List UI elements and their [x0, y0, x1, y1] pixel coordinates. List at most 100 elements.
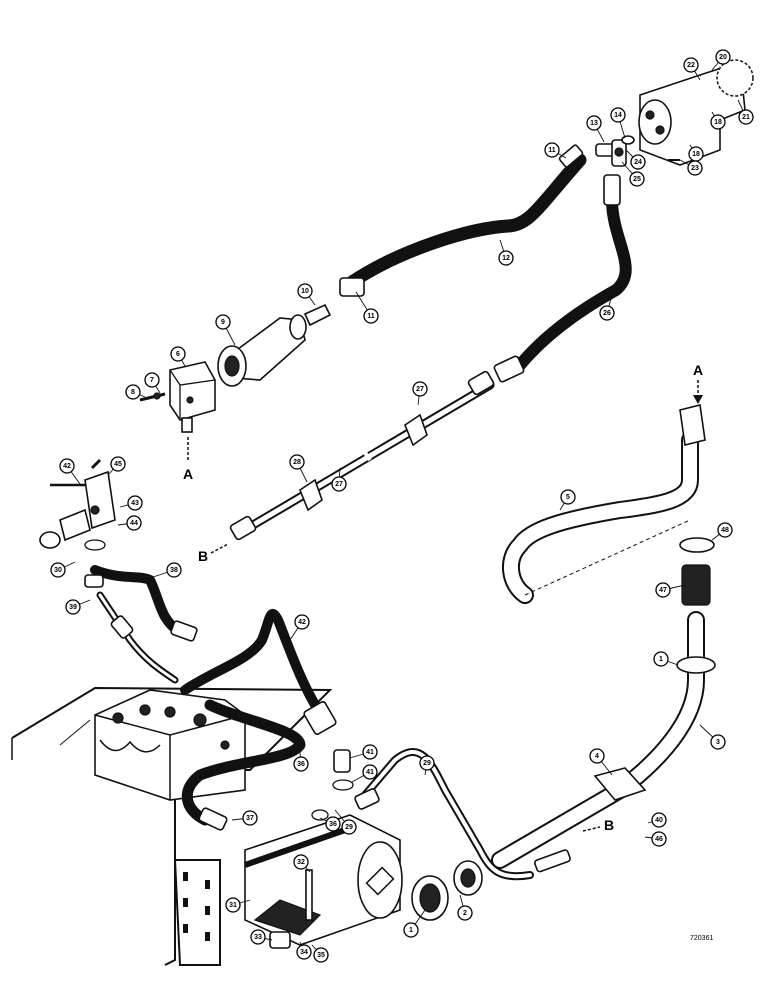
callout-circle — [738, 109, 754, 125]
callout-label: 11 — [367, 313, 375, 320]
callout-8: 8 — [125, 384, 146, 400]
callout-label: 6 — [176, 351, 180, 358]
callout-label: 41 — [366, 769, 374, 776]
callout-34: 34 — [296, 941, 312, 960]
callout-4: 4 — [589, 748, 613, 776]
callout-27: 27 — [412, 381, 428, 406]
callout-circle — [457, 905, 473, 921]
diagram-reference-number: 720361 — [690, 935, 713, 942]
callout-label: 41 — [366, 749, 374, 756]
callout-36: 36 — [319, 816, 341, 832]
callout-circle — [653, 651, 669, 667]
section-marker-a-upper: A — [693, 362, 703, 378]
callout-33: 33 — [250, 929, 273, 945]
callout-label: 46 — [655, 836, 663, 843]
callout-circle — [331, 476, 347, 492]
callout-7: 7 — [144, 372, 161, 394]
callout-circle — [215, 314, 231, 330]
callout-9: 9 — [215, 314, 236, 346]
callout-label: 14 — [614, 112, 622, 119]
tube-29 — [361, 748, 571, 881]
callout-20: 20 — [711, 49, 731, 71]
callout-label: 13 — [590, 120, 598, 127]
callout-29: 29 — [334, 809, 357, 835]
callout-38: 38 — [149, 562, 182, 579]
callout-41: 41 — [351, 764, 378, 783]
callout-circle — [651, 812, 667, 828]
callout-14: 14 — [610, 107, 626, 139]
section-marker-b-left: B — [198, 548, 208, 564]
callout-label: 35 — [317, 952, 325, 959]
callout-label: 9 — [221, 319, 225, 326]
callout-label: 26 — [603, 310, 611, 317]
callout-circle — [294, 614, 310, 630]
suction-tube-3 — [491, 537, 716, 869]
callout-1: 1 — [403, 909, 426, 938]
callout-circle — [363, 308, 379, 324]
callout-label: 33 — [254, 934, 262, 941]
callout-label: 28 — [293, 459, 301, 466]
callout-circle — [630, 154, 646, 170]
callout-47: 47 — [655, 582, 686, 598]
callout-11: 11 — [355, 291, 379, 324]
callout-circle — [297, 283, 313, 299]
callout-circle — [687, 160, 703, 176]
suction-tube-5 — [501, 404, 706, 604]
callout-circle — [589, 748, 605, 764]
callout-28: 28 — [289, 454, 308, 483]
callout-circle — [325, 816, 341, 832]
callout-31: 31 — [225, 897, 251, 913]
callout-label: 30 — [54, 567, 62, 574]
callout-circle — [313, 947, 329, 963]
callout-circle — [544, 142, 560, 158]
callout-circle — [362, 764, 378, 780]
callout-label: 38 — [170, 567, 178, 574]
pump-elbow-fitting — [595, 135, 635, 167]
callout-circle — [59, 458, 75, 474]
callout-12: 12 — [498, 239, 514, 266]
callout-40: 40 — [647, 812, 667, 828]
rigid-tube-28 — [229, 370, 495, 541]
callout-label: 44 — [130, 520, 138, 527]
callout-circle — [242, 810, 258, 826]
callout-circle — [586, 115, 602, 131]
callout-label: 36 — [329, 821, 337, 828]
section-marker-a-lower: A — [183, 466, 193, 482]
callout-10: 10 — [297, 283, 316, 306]
callout-label: 40 — [655, 817, 663, 824]
callout-label: 7 — [150, 377, 154, 384]
callout-label: 37 — [246, 815, 254, 822]
callout-24: 24 — [625, 149, 646, 170]
callout-circle — [127, 495, 143, 511]
callout-circle — [65, 599, 81, 615]
pressure-hose-upper — [339, 144, 587, 297]
callout-43: 43 — [119, 495, 143, 511]
callout-label: 4 — [595, 753, 599, 760]
callout-circle — [629, 171, 645, 187]
callout-44: 44 — [117, 515, 142, 531]
callout-circle — [289, 454, 305, 470]
return-hose-25 — [493, 174, 632, 383]
callout-circle — [170, 346, 186, 362]
callout-42: 42 — [59, 458, 81, 485]
callout-39: 39 — [65, 599, 91, 615]
callout-label: 3 — [716, 739, 720, 746]
callout-35: 35 — [311, 944, 329, 963]
reservoir-canister-31 — [244, 814, 403, 949]
callout-circle — [683, 57, 699, 73]
tube-39 — [96, 591, 179, 684]
callout-circle — [560, 489, 576, 505]
callout-label: 47 — [659, 587, 667, 594]
callout-circle — [362, 744, 378, 760]
callout-circle — [710, 114, 726, 130]
callout-32: 32 — [293, 854, 311, 873]
relief-valve-44 — [39, 458, 116, 588]
callout-label: 5 — [566, 494, 570, 501]
callout-45: 45 — [107, 456, 126, 476]
callout-label: 18 — [692, 151, 700, 158]
callout-26: 26 — [599, 294, 615, 321]
callout-29: 29 — [419, 755, 435, 776]
callout-label: 10 — [301, 288, 309, 295]
callout-circle — [293, 756, 309, 772]
